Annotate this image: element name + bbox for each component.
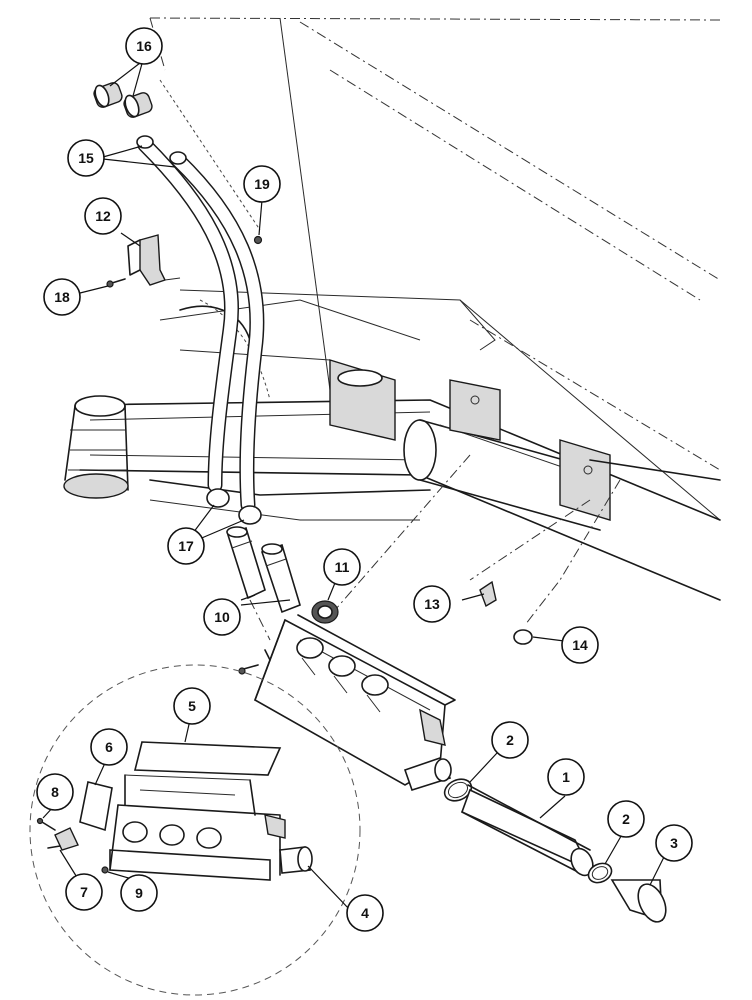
svg-text:16: 16 [136, 38, 152, 54]
bracket-12 [127, 234, 181, 286]
gasket-2b [587, 862, 613, 884]
callout-16: 16 [125, 27, 163, 65]
svg-text:14: 14 [572, 637, 588, 653]
callout-14: 14 [561, 626, 599, 664]
callout-8: 8 [36, 773, 74, 811]
svg-text:15: 15 [78, 150, 94, 166]
svg-text:7: 7 [80, 884, 88, 900]
washer-14 [513, 629, 533, 645]
svg-text:13: 13 [424, 596, 440, 612]
tube-1 [460, 784, 594, 877]
fittings-10 [226, 526, 301, 614]
svg-text:4: 4 [361, 905, 369, 921]
hose-clamps [93, 82, 153, 118]
callout-3: 3 [655, 824, 693, 862]
svg-text:6: 6 [105, 739, 113, 755]
hoses [136, 135, 265, 513]
detail-view [29, 664, 361, 996]
screw-18 [106, 278, 126, 288]
callout-12: 12 [84, 197, 122, 235]
svg-text:9: 9 [135, 885, 143, 901]
callout-7: 7 [65, 873, 103, 911]
gasket-2a [443, 778, 473, 802]
callout-2b: 2 [607, 800, 645, 838]
callout-19: 19 [243, 165, 281, 203]
callout-5: 5 [173, 687, 211, 725]
callout-11: 11 [323, 548, 361, 586]
callout-13: 13 [413, 585, 451, 623]
cap-11 [311, 600, 339, 624]
callout-4: 4 [346, 894, 384, 932]
callout-15: 15 [67, 139, 105, 177]
svg-text:17: 17 [178, 538, 194, 554]
svg-text:10: 10 [214, 609, 230, 625]
svg-text:8: 8 [51, 784, 59, 800]
svg-text:1: 1 [562, 769, 570, 785]
svg-text:3: 3 [670, 835, 678, 851]
svg-text:12: 12 [95, 208, 111, 224]
box-assembly [238, 614, 456, 791]
callout-1: 1 [547, 758, 585, 796]
screw-19 [253, 235, 263, 245]
o-rings-17 [206, 488, 262, 525]
svg-text:2: 2 [622, 811, 630, 827]
svg-text:2: 2 [506, 732, 514, 748]
svg-text:5: 5 [188, 698, 196, 714]
clip-13 [479, 580, 497, 608]
axle-beam [63, 299, 721, 601]
nozzle-3 [610, 879, 667, 923]
callout-6: 6 [90, 728, 128, 766]
callout-9: 9 [120, 874, 158, 912]
svg-text:19: 19 [254, 176, 270, 192]
svg-text:11: 11 [335, 559, 350, 575]
callout-2a: 2 [491, 721, 529, 759]
callout-17: 17 [167, 527, 205, 565]
callout-10: 10 [203, 598, 241, 636]
callout-18: 18 [43, 278, 81, 316]
assembly-lines [249, 454, 621, 641]
svg-text:18: 18 [54, 289, 70, 305]
